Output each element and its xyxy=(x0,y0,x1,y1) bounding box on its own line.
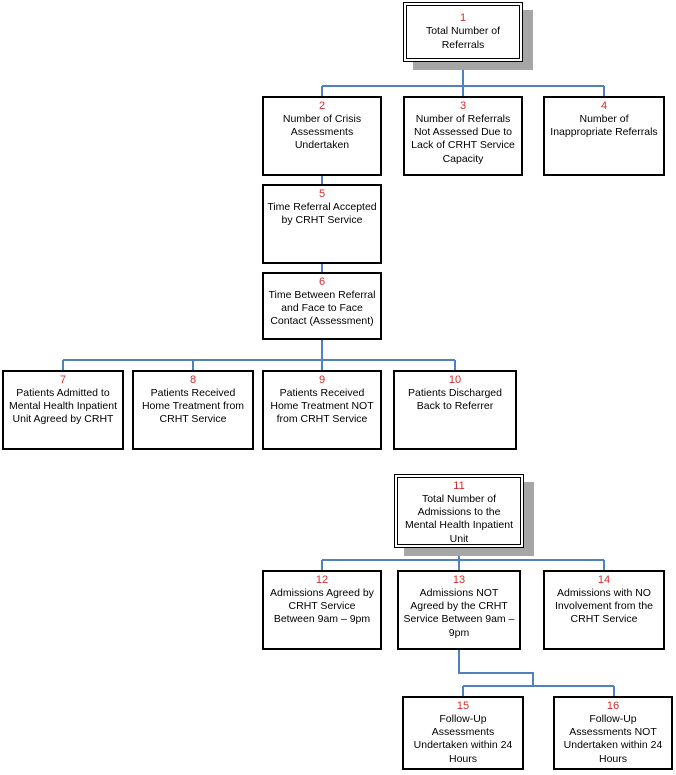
box-number: 3 xyxy=(459,100,467,112)
box-number: 10 xyxy=(448,374,462,386)
box-number: 2 xyxy=(318,100,326,112)
box-number: 16 xyxy=(606,700,620,712)
box-number: 9 xyxy=(318,374,326,386)
box-label: Total Number of Referrals xyxy=(425,25,501,51)
box-number: 1 xyxy=(459,12,467,25)
box-number: 4 xyxy=(600,100,608,112)
connector-6-to-7-10 xyxy=(62,340,456,370)
box-label: Patients Discharged Back to Referrer xyxy=(408,387,502,413)
box-label: Total Number of Admissions to the Mental… xyxy=(405,493,513,545)
connector-11-to-12-14 xyxy=(321,548,605,570)
box-number: 8 xyxy=(189,374,197,386)
box-2-crisis-assessments: 2 Number of Crisis Assessments Undertake… xyxy=(262,96,382,176)
box-label: Number of Referrals Not Assessed Due to … xyxy=(411,113,515,165)
connector-13-to-15-16 xyxy=(458,650,615,696)
box-1-total-referrals: 1 Total Number of Referrals xyxy=(403,2,523,62)
box-label: Admissions Agreed by CRHT Service Betwee… xyxy=(270,587,374,626)
connector-1-to-2-3-4 xyxy=(321,66,605,96)
box-12-admissions-agreed: 12 Admissions Agreed by CRHT Service Bet… xyxy=(262,570,382,650)
box-7-admitted-agreed: 7 Patients Admitted to Mental Health Inp… xyxy=(2,370,124,450)
box-number: 15 xyxy=(456,700,470,712)
box-label: Patients Received Home Treatment NOT fro… xyxy=(270,387,374,426)
box-label: Follow-Up Assessments NOT Undertaken wit… xyxy=(563,713,663,765)
box-10-discharged-to-referrer: 10 Patients Discharged Back to Referrer xyxy=(393,370,517,450)
box-14-admissions-no-involvement: 14 Admissions with NO Involvement from t… xyxy=(543,570,665,650)
box-3-referrals-not-assessed: 3 Number of Referrals Not Assessed Due t… xyxy=(403,96,523,176)
box-label: Time Between Referral and Face to Face C… xyxy=(268,289,376,328)
box-label: Patients Admitted to Mental Health Inpat… xyxy=(9,387,117,426)
box-label: Time Referral Accepted by CRHT Service xyxy=(267,201,377,227)
box-number: 7 xyxy=(59,374,67,386)
box-label: Number of Inappropriate Referrals xyxy=(550,113,658,139)
box-11-total-admissions: 11 Total Number of Admissions to the Men… xyxy=(394,474,524,548)
box-8-home-treatment-crht: 8 Patients Received Home Treatment from … xyxy=(132,370,254,450)
box-4-inappropriate-referrals: 4 Number of Inappropriate Referrals xyxy=(543,96,665,176)
box-9-home-treatment-not-crht: 9 Patients Received Home Treatment NOT f… xyxy=(262,370,382,450)
box-5-time-referral-accepted: 5 Time Referral Accepted by CRHT Service xyxy=(262,184,382,264)
box-number: 11 xyxy=(453,480,465,492)
box-6-time-to-contact: 6 Time Between Referral and Face to Face… xyxy=(262,272,382,340)
box-label: Patients Received Home Treatment from CR… xyxy=(141,387,245,426)
box-13-admissions-not-agreed: 13 Admissions NOT Agreed by the CRHT Ser… xyxy=(397,570,521,650)
box-number: 14 xyxy=(597,574,611,586)
box-label: Follow-Up Assessments Undertaken within … xyxy=(413,713,513,765)
box-number: 13 xyxy=(452,574,466,586)
box-number: 5 xyxy=(318,188,326,200)
box-label: Number of Crisis Assessments Undertaken xyxy=(282,113,362,152)
box-16-followup-not-within-24h: 16 Follow-Up Assessments NOT Undertaken … xyxy=(553,696,673,770)
box-number: 12 xyxy=(315,574,329,586)
box-15-followup-within-24h: 15 Follow-Up Assessments Undertaken with… xyxy=(402,696,524,770)
box-number: 6 xyxy=(318,276,326,288)
box-label: Admissions NOT Agreed by the CRHT Servic… xyxy=(403,587,515,639)
box-label: Admissions with NO Involvement from the … xyxy=(554,587,654,626)
